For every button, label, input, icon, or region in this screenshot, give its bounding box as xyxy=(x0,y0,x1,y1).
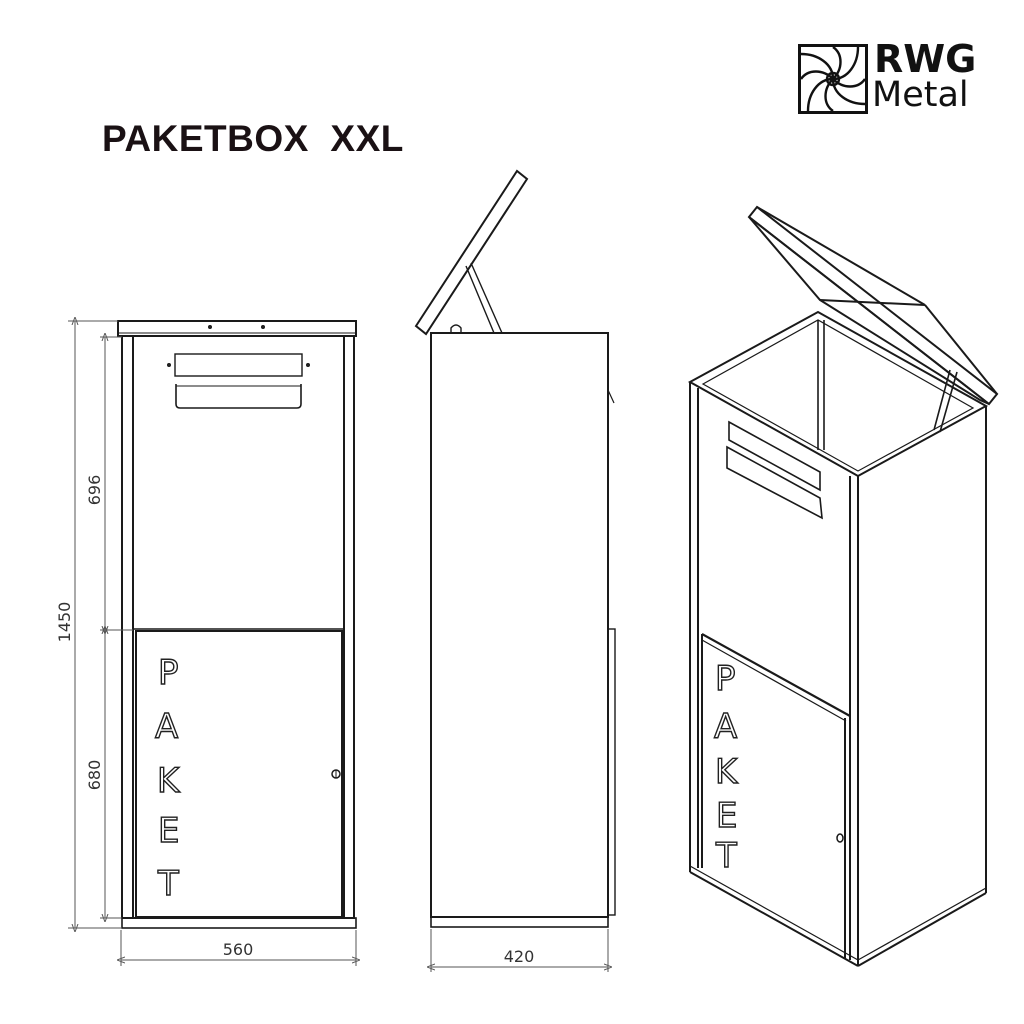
svg-text:A: A xyxy=(155,707,178,747)
svg-text:T: T xyxy=(715,836,737,876)
dim-lower-height: 680 xyxy=(85,760,104,791)
front-view xyxy=(117,320,357,929)
dim-depth: 420 xyxy=(504,947,535,966)
svg-text:T: T xyxy=(157,864,179,904)
svg-text:K: K xyxy=(715,752,739,792)
dim-upper-height: 696 xyxy=(85,475,104,506)
brand-name: RWG xyxy=(874,37,977,81)
svg-text:E: E xyxy=(158,811,179,851)
dim-width: 560 xyxy=(223,940,254,959)
front-door-lettering: P A K E T xyxy=(154,652,181,904)
rwg-logo-icon xyxy=(798,44,868,118)
front-dimensions xyxy=(68,321,356,966)
dim-total-height: 1450 xyxy=(55,602,74,643)
iso-view xyxy=(687,205,999,967)
product-title: PAKETBOX XXL xyxy=(102,118,404,159)
brand-subname: Metal xyxy=(872,75,969,115)
svg-text:P: P xyxy=(158,653,179,693)
side-dimensions xyxy=(431,929,608,972)
svg-text:P: P xyxy=(715,659,736,699)
svg-text:A: A xyxy=(714,707,737,747)
svg-text:E: E xyxy=(716,796,737,836)
svg-text:K: K xyxy=(157,761,181,801)
side-view xyxy=(414,169,616,928)
iso-door-lettering: P A K E T xyxy=(713,658,739,876)
